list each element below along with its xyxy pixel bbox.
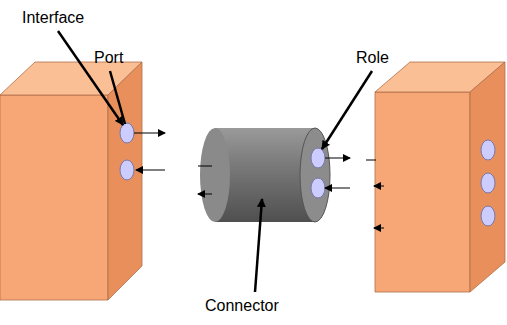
leader-line — [322, 71, 372, 149]
callout-label: Connector — [205, 296, 279, 315]
port-circle — [481, 173, 495, 193]
box-side — [470, 62, 505, 292]
role-circle — [311, 148, 325, 168]
callout-label: Role — [356, 48, 389, 67]
port-circle — [120, 123, 134, 143]
port-circle — [481, 140, 495, 160]
flow-arrow — [136, 170, 165, 171]
cylinder-end — [200, 128, 230, 222]
flow-line — [198, 166, 212, 167]
flow-line — [366, 160, 376, 161]
flow-arrow — [134, 133, 165, 134]
flow-arrow — [198, 194, 212, 195]
box-front — [0, 95, 108, 300]
flow-arrow — [325, 188, 350, 189]
flow-arrow — [374, 228, 384, 229]
leader-line — [110, 71, 125, 124]
component-box — [375, 62, 505, 292]
flow-arrow — [325, 158, 350, 159]
callout-label: Port — [94, 48, 123, 67]
box-front — [375, 92, 470, 292]
role-circle — [311, 178, 325, 198]
box-side — [108, 62, 142, 300]
connector-cylinder — [200, 128, 330, 222]
port-circle — [120, 160, 134, 180]
flow-arrow — [374, 186, 384, 187]
component-box — [0, 62, 142, 300]
port-circle — [481, 206, 495, 226]
callout-label: Interface — [22, 8, 84, 27]
leader-line — [255, 199, 262, 292]
